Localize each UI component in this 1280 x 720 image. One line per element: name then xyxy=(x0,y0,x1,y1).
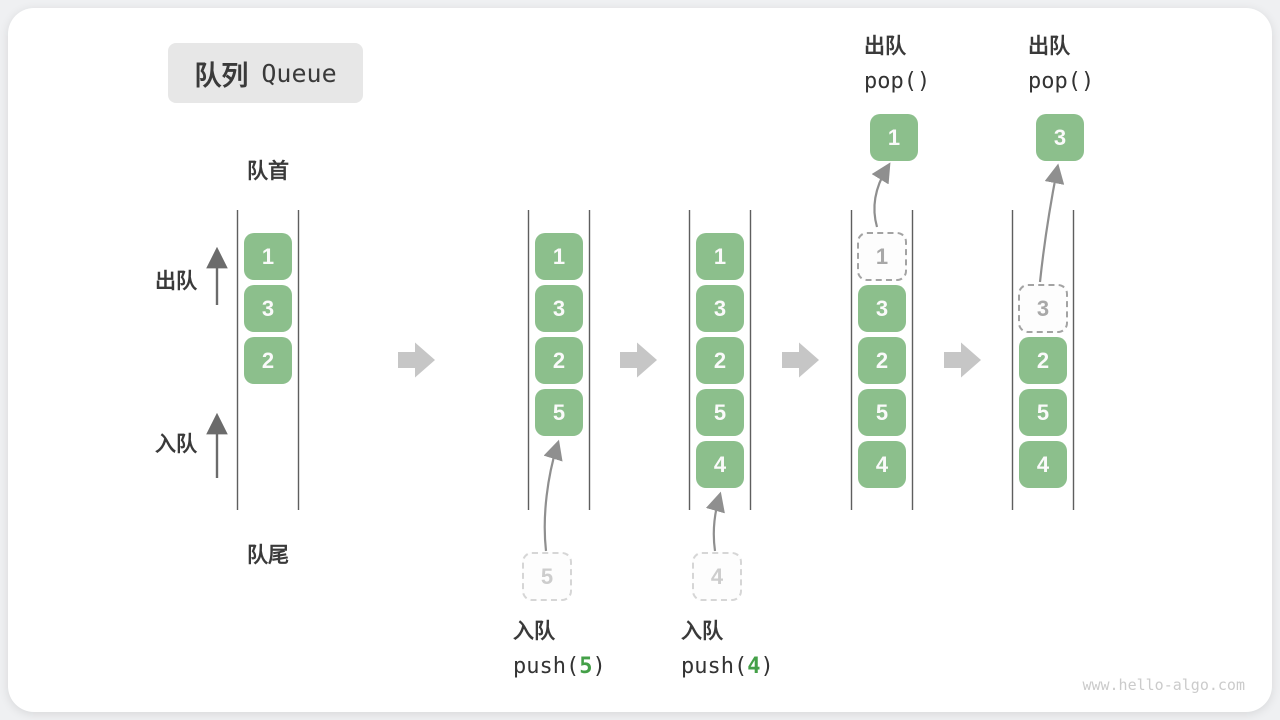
queue-item: 3 xyxy=(858,285,906,332)
queue-item: 5 xyxy=(858,389,906,436)
dequeue-side-label: 出队 xyxy=(155,270,197,293)
code-fn: push( xyxy=(681,654,748,679)
code-close: ) xyxy=(592,654,606,679)
queue-item: 2 xyxy=(244,337,292,384)
queue-item: 1 xyxy=(535,233,583,280)
queue-item: 2 xyxy=(1019,337,1067,384)
op-label-zh: 入队 xyxy=(513,620,555,643)
dequeue-operation-label: 出队 pop() xyxy=(1028,30,1094,94)
title-en: Queue xyxy=(261,58,337,88)
incoming-item-ghost: 5 xyxy=(522,552,572,601)
queue-item: 5 xyxy=(696,389,744,436)
queue-item: 3 xyxy=(535,285,583,332)
queue-item: 2 xyxy=(535,337,583,384)
removed-item-ghost: 3 xyxy=(1018,284,1068,333)
queue-item: 4 xyxy=(858,441,906,488)
title-zh: 队列 xyxy=(194,60,249,91)
incoming-item-ghost: 4 xyxy=(692,552,742,601)
popped-item: 3 xyxy=(1036,114,1084,161)
watermark: www.hello-algo.com xyxy=(1082,676,1245,694)
diagram-title: 队列 Queue xyxy=(168,43,363,103)
popped-item: 1 xyxy=(870,114,918,161)
op-label-zh: 出队 xyxy=(1028,35,1070,58)
code-arg: 4 xyxy=(747,654,761,679)
queue-front-label: 队首 xyxy=(247,160,289,183)
op-label-zh: 出队 xyxy=(864,35,906,58)
queue-item: 3 xyxy=(696,285,744,332)
op-code: push(5) xyxy=(513,654,606,679)
dequeue-operation-label: 出队 pop() xyxy=(864,30,930,94)
op-code: pop() xyxy=(864,69,931,94)
code-fn: push( xyxy=(513,654,580,679)
code-close: ) xyxy=(760,654,774,679)
enqueue-operation-label: 入队 push(4) xyxy=(681,615,774,679)
enqueue-operation-label: 入队 push(5) xyxy=(513,615,606,679)
queue-item: 2 xyxy=(696,337,744,384)
op-label-zh: 入队 xyxy=(681,620,723,643)
queue-item: 1 xyxy=(244,233,292,280)
queue-item: 1 xyxy=(696,233,744,280)
op-code: push(4) xyxy=(681,654,774,679)
enqueue-side-label: 入队 xyxy=(155,433,197,456)
queue-rear-label: 队尾 xyxy=(247,544,289,567)
queue-item: 4 xyxy=(1019,441,1067,488)
code-arg: 5 xyxy=(579,654,593,679)
queue-item: 2 xyxy=(858,337,906,384)
queue-item: 4 xyxy=(696,441,744,488)
op-code: pop() xyxy=(1028,69,1095,94)
queue-item: 5 xyxy=(535,389,583,436)
diagram-card xyxy=(8,8,1272,712)
removed-item-ghost: 1 xyxy=(857,232,907,281)
queue-item: 5 xyxy=(1019,389,1067,436)
queue-item: 3 xyxy=(244,285,292,332)
